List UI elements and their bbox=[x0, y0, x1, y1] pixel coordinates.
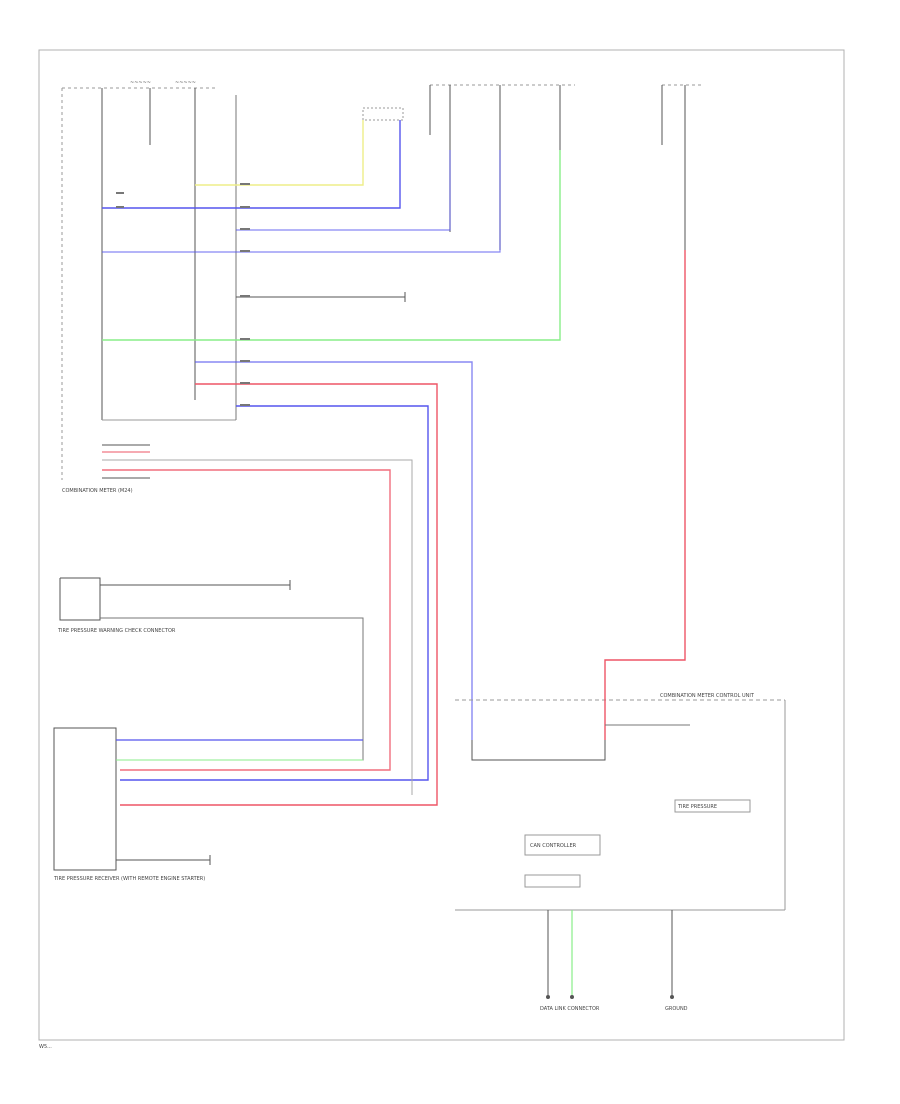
can-controller-box bbox=[524, 834, 601, 856]
wire-red-3 bbox=[102, 469, 391, 771]
wire-blue-2 bbox=[236, 150, 451, 231]
stub-8 bbox=[240, 338, 250, 340]
label-combination-meter: COMBINATION METER (M24) bbox=[62, 488, 133, 494]
tpms-receiver-block bbox=[53, 727, 363, 871]
stub-2 bbox=[116, 206, 124, 208]
label-ground: GROUND bbox=[665, 1006, 688, 1012]
control-inner-box bbox=[524, 874, 581, 888]
wire-gray-1 bbox=[102, 459, 413, 795]
connector-icon bbox=[546, 995, 550, 999]
stub-11 bbox=[240, 404, 250, 406]
control-unit-loop bbox=[471, 740, 606, 761]
label-tpms-receiver: TIRE PRESSURE RECEIVER (WITH REMOTE ENGI… bbox=[53, 876, 205, 882]
stub-3 bbox=[240, 183, 250, 185]
wire-blue-3 bbox=[102, 150, 501, 253]
ground-icon bbox=[280, 580, 291, 590]
label-can-controller: CAN CONTROLLER bbox=[530, 843, 577, 849]
fuse-label-1: ~~~~~ bbox=[130, 80, 151, 86]
stub-1 bbox=[116, 192, 124, 194]
wire-blue-4 bbox=[195, 361, 473, 740]
ground-icon bbox=[395, 292, 406, 302]
wire-yellow-1 bbox=[195, 120, 364, 186]
tpms-connector-wire-2 bbox=[100, 617, 364, 761]
tire-pressure-box bbox=[674, 799, 751, 813]
combination-meter-block: ~~~~~ ~~~~~ bbox=[61, 80, 237, 480]
stub-7 bbox=[240, 295, 250, 297]
ground-icon bbox=[670, 995, 674, 999]
fuse-row bbox=[362, 84, 702, 340]
connector-stubs bbox=[116, 183, 250, 406]
label-control-unit: COMBINATION METER CONTROL UNIT bbox=[660, 693, 755, 699]
stub-4 bbox=[240, 206, 250, 208]
stub-10 bbox=[240, 382, 250, 384]
wire-green-1 bbox=[102, 150, 561, 341]
ground-icon bbox=[200, 855, 211, 865]
tpms-receiver-outline bbox=[53, 727, 117, 871]
meter-horizontal-wires bbox=[102, 120, 561, 806]
meter-bottom-wires bbox=[102, 444, 413, 795]
stub-5 bbox=[240, 228, 250, 230]
stub-6 bbox=[240, 250, 250, 252]
diagram-frame bbox=[38, 49, 845, 1041]
stub-9 bbox=[240, 360, 250, 362]
tpms-check-connector bbox=[59, 577, 364, 761]
control-unit-block bbox=[455, 250, 786, 999]
wire-red-1 bbox=[120, 383, 438, 806]
connector-icon bbox=[570, 995, 574, 999]
label-data-link: DATA LINK CONNECTOR bbox=[540, 1006, 600, 1012]
fuse-label-2: ~~~~~ bbox=[175, 80, 196, 86]
wire-red-feed bbox=[604, 250, 686, 740]
wire-blue-5 bbox=[120, 405, 429, 781]
connector-box-top bbox=[362, 107, 404, 121]
diagram-code: W5... bbox=[39, 1044, 52, 1050]
tpms-connector-outline bbox=[59, 577, 101, 621]
label-tire-pressure: TIRE PRESSURE bbox=[677, 804, 717, 810]
label-tpms-check: TIRE PRESSURE WARNING CHECK CONNECTOR bbox=[57, 628, 176, 634]
wire-blue-1 bbox=[102, 120, 401, 209]
